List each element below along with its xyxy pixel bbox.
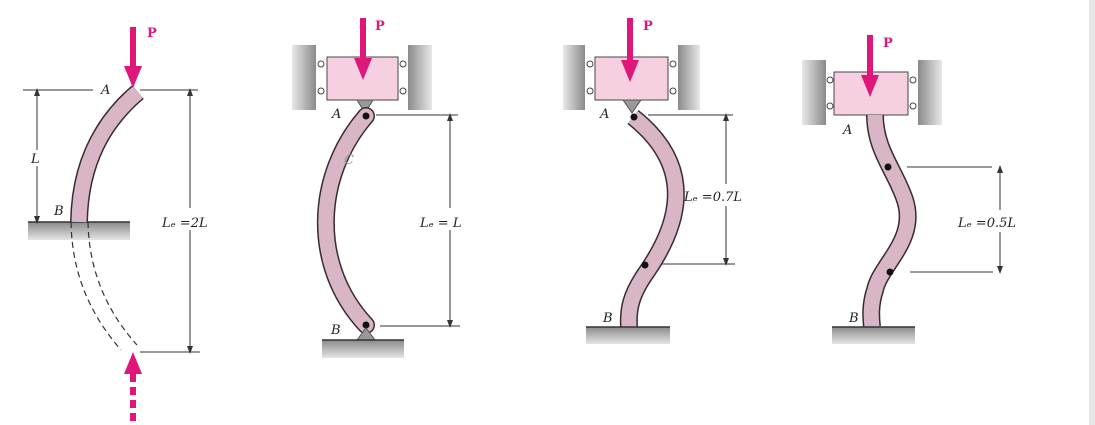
pin-support-top xyxy=(622,99,642,114)
effective-length-label: Lₑ = L xyxy=(419,216,461,231)
point-b-label: B xyxy=(53,204,64,219)
ground xyxy=(586,327,670,344)
inflection-point xyxy=(641,261,649,269)
load-label: P xyxy=(643,19,653,34)
reaction-arrow-dashed xyxy=(124,352,142,421)
load-label: P xyxy=(883,36,893,51)
right-edge-border xyxy=(1089,0,1095,425)
point-a-label: A xyxy=(331,107,341,122)
left-wall xyxy=(292,45,316,110)
inflection-point-lower xyxy=(886,268,894,276)
point-a-label: A xyxy=(842,123,852,138)
load-arrow xyxy=(354,18,372,80)
case-fixed-free: P L A B Lₑ =2L xyxy=(23,26,208,421)
ground xyxy=(28,222,130,240)
point-b-label: B xyxy=(602,311,613,326)
load-label: P xyxy=(147,26,157,41)
rollers xyxy=(826,76,917,110)
rollers xyxy=(317,60,407,95)
point-a-label: A xyxy=(599,107,609,122)
case-fixed-fixed: P A B Lₑ =0.5L xyxy=(802,35,1016,344)
point-a-label: A xyxy=(100,83,110,98)
pin-a xyxy=(630,113,638,121)
ground xyxy=(322,340,404,358)
point-c-label: C xyxy=(344,153,354,168)
ground xyxy=(832,327,915,344)
right-wall xyxy=(678,45,700,110)
point-b-label: B xyxy=(330,323,341,338)
effective-length-label: Lₑ =2L xyxy=(161,216,208,231)
length-label: L xyxy=(30,152,40,167)
pin-a xyxy=(362,112,370,120)
inflection-point-upper xyxy=(884,163,892,171)
case-pinned-pinned: P A B C Lₑ = L xyxy=(292,18,461,358)
deflected-extension-dashed xyxy=(70,221,138,351)
right-wall xyxy=(408,45,432,110)
right-wall xyxy=(918,60,942,125)
point-b-label: B xyxy=(848,311,859,326)
left-wall xyxy=(802,60,826,125)
rollers xyxy=(586,60,677,95)
load-label: P xyxy=(375,19,385,34)
load-arrow xyxy=(124,27,142,88)
pin-support-top xyxy=(356,99,374,114)
effective-length-label: Lₑ =0.7L xyxy=(683,190,742,205)
load-arrow xyxy=(861,35,879,97)
effective-length-label: Lₑ =0.5L xyxy=(957,216,1016,231)
left-wall xyxy=(563,45,585,110)
case-fixed-pinned: P A B Lₑ =0.7L xyxy=(563,18,742,344)
pin-b xyxy=(362,321,370,329)
load-arrow xyxy=(621,18,639,82)
